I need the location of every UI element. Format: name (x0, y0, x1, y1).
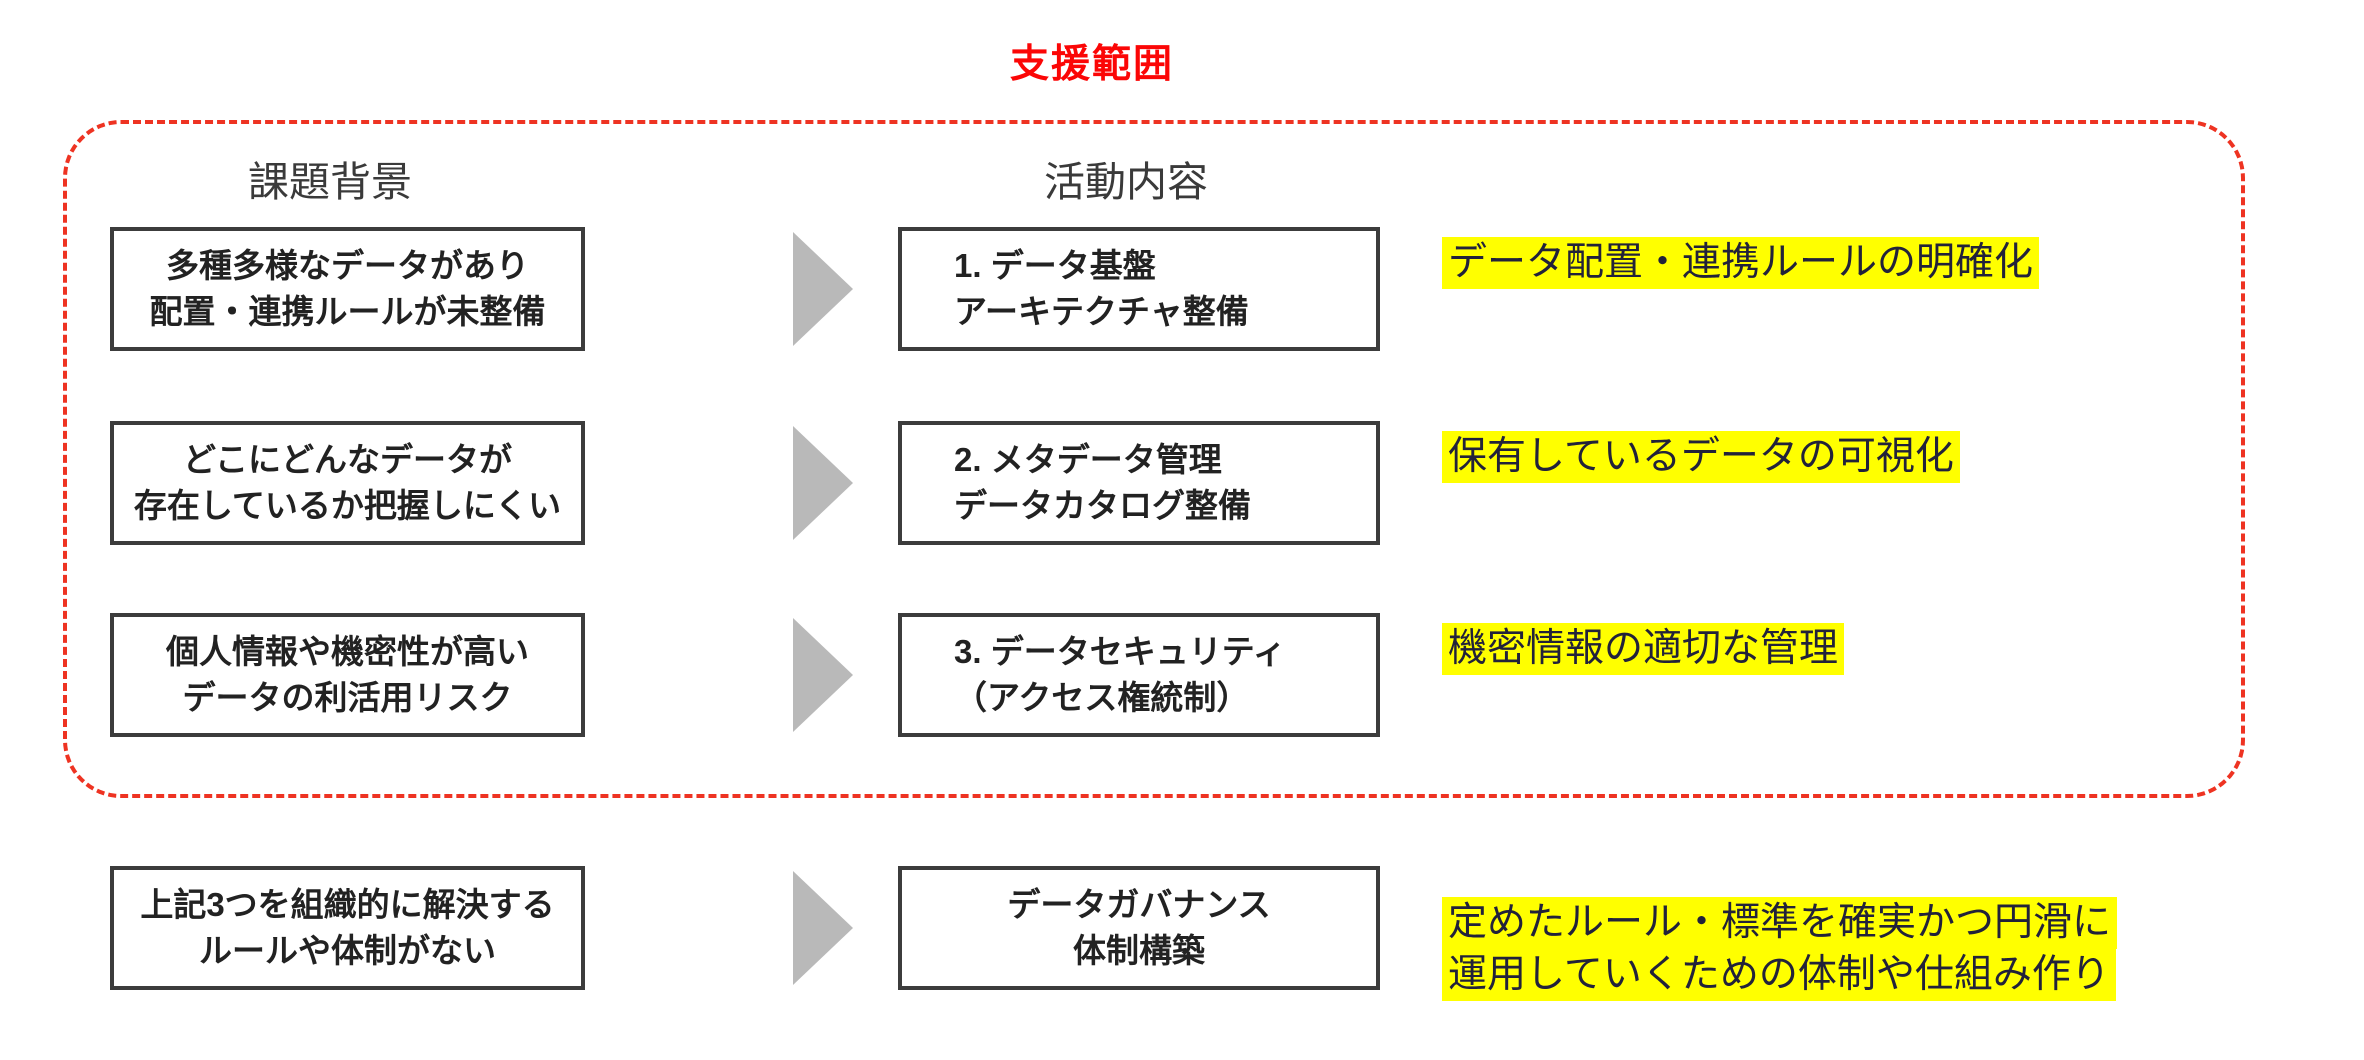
activity-text-line: （アクセス権統制） (954, 679, 1250, 716)
arrow-right-icon (793, 232, 853, 346)
problem-box: どこにどんなデータが 存在しているか把握しにくい (110, 421, 585, 545)
arrow-right-icon (793, 618, 853, 732)
activity-box: 3. データセキュリティ （アクセス権統制） (898, 613, 1380, 737)
outcome-text-line: データ配置・連携ルールの明確化 (1442, 237, 2040, 289)
diagram-row: 上記3つを組織的に解決する ルールや体制がない データガバナンス 体制構築 定め… (0, 866, 2364, 1001)
outcome-highlight: 機密情報の適切な管理 (1442, 623, 1845, 675)
problem-text-line: 存在しているか把握しにくい (133, 487, 562, 524)
activity-text-line: アーキテクチャ整備 (954, 293, 1249, 330)
outcome-text-line: 運用していくための体制や仕組み作り (1442, 949, 2116, 1001)
outcome-highlight: 定めたルール・標準を確実かつ円滑に 運用していくための体制や仕組み作り (1442, 897, 2118, 1001)
outcome-text-line: 機密情報の適切な管理 (1442, 623, 1845, 675)
activity-text-line: 2. メタデータ管理 (954, 441, 1222, 478)
diagram-row: 多種多様なデータがあり 配置・連携ルールが未整備 1. データ基盤 アーキテクチ… (0, 227, 2364, 351)
problem-text-line: 個人情報や機密性が高い (166, 633, 529, 670)
outcome-highlight: データ配置・連携ルールの明確化 (1442, 237, 2040, 289)
problem-text-line: 配置・連携ルールが未整備 (149, 293, 546, 330)
page-title: 支援範囲 (1009, 43, 1175, 86)
outcome-text-line: 保有しているデータの可視化 (1442, 431, 1960, 483)
problem-text-line: 多種多様なデータがあり (166, 247, 529, 284)
activity-box: データガバナンス 体制構築 (898, 866, 1380, 990)
outcome-text-line: 定めたルール・標準を確実かつ円滑に (1442, 897, 2118, 949)
arrow-right-icon (793, 871, 853, 985)
problem-text-line: 上記3つを組織的に解決する (140, 886, 555, 923)
activity-text-line: データカタログ整備 (954, 487, 1251, 524)
activity-box: 2. メタデータ管理 データカタログ整備 (898, 421, 1380, 545)
diagram-row: どこにどんなデータが 存在しているか把握しにくい 2. メタデータ管理 データカ… (0, 421, 2364, 545)
problem-box: 多種多様なデータがあり 配置・連携ルールが未整備 (110, 227, 585, 351)
column-header-activities: 活動内容 (1044, 159, 1208, 205)
activity-text-line: 体制構築 (1073, 932, 1205, 969)
column-header-problems: 課題背景 (248, 159, 412, 205)
outcome-highlight: 保有しているデータの可視化 (1442, 431, 1960, 483)
problem-box: 個人情報や機密性が高い データの利活用リスク (110, 613, 585, 737)
problem-box: 上記3つを組織的に解決する ルールや体制がない (110, 866, 585, 990)
problem-text-line: どこにどんなデータが (182, 441, 512, 478)
diagram-row: 個人情報や機密性が高い データの利活用リスク 3. データセキュリティ （アクセ… (0, 613, 2364, 737)
activity-box: 1. データ基盤 アーキテクチャ整備 (898, 227, 1380, 351)
activity-text-line: 3. データセキュリティ (954, 633, 1286, 670)
arrow-right-icon (793, 426, 853, 540)
activity-text-line: 1. データ基盤 (954, 247, 1156, 284)
problem-text-line: データの利活用リスク (182, 679, 513, 716)
support-scope-dashed-border (63, 120, 2245, 798)
activity-text-line: データガバナンス (1007, 886, 1271, 923)
problem-text-line: ルールや体制がない (199, 932, 496, 969)
